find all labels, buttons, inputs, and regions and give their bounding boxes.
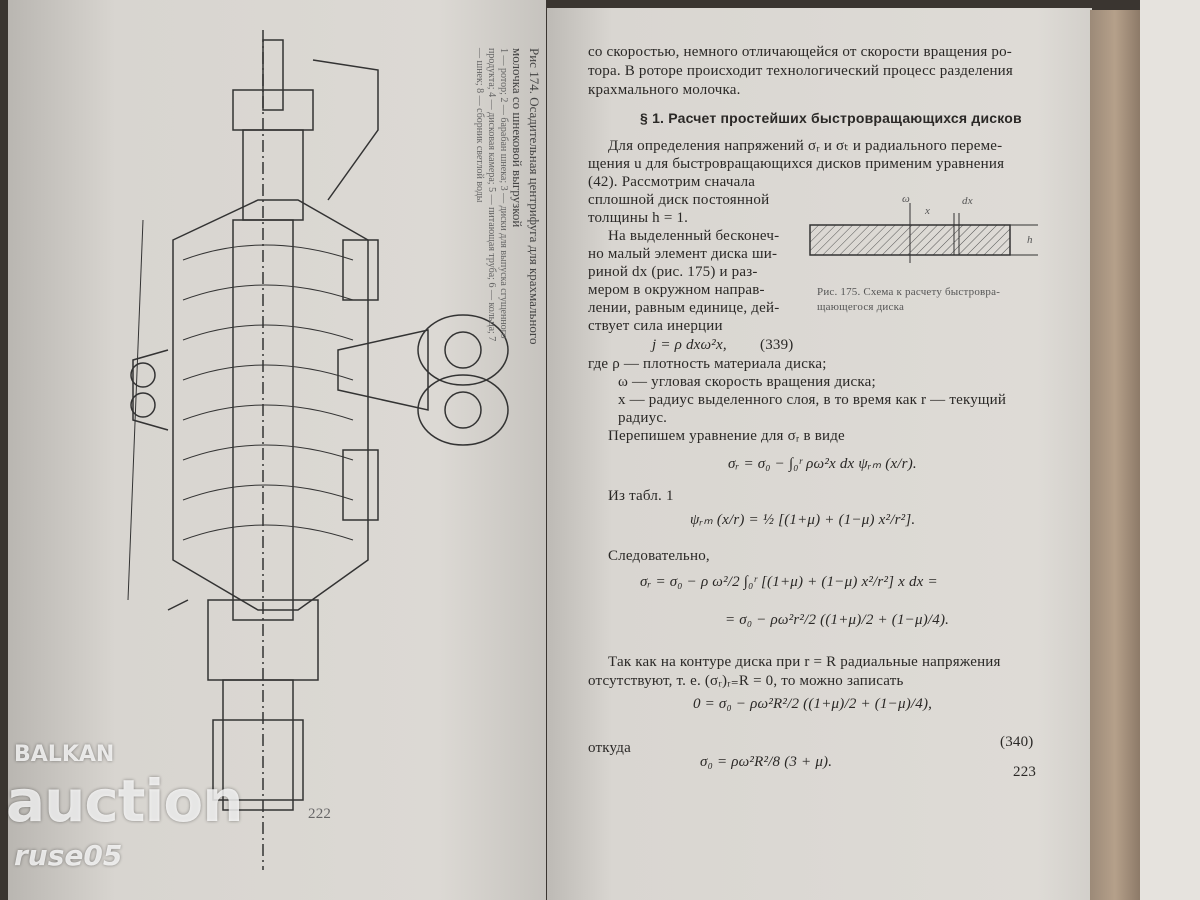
background	[1140, 0, 1200, 900]
paragraph-line: Из табл. 1	[608, 488, 674, 504]
equation-340: σ₀ = ρω²R²/8 (3 + μ).	[700, 754, 833, 770]
equation: 0 = σ₀ − ρω²R²/2 ((1+μ)/2 + (1−μ)/4),	[693, 696, 933, 712]
equation-339: j = ρ dxω²x,	[652, 337, 727, 353]
paragraph-line: толщины h = 1.	[588, 210, 689, 226]
intro-line: крахмального молочка.	[588, 82, 741, 98]
where-line: x — радиус выделенного слоя, в то время …	[618, 392, 1007, 408]
paragraph-line: сплошной диск постоянной	[588, 192, 770, 208]
paragraph-line: отсутствуют, т. е. (σᵣ)ᵣ₌R = 0, то можно…	[588, 673, 904, 689]
section-heading: § 1. Расчет простейших быстровращающихся…	[640, 110, 1022, 126]
equation: σᵣ = σ₀ − ρ ω²/2 ∫₀ʳ [(1+μ) + (1−μ) x²/r…	[640, 574, 938, 590]
equation: = σ₀ − ρω²r²/2 ((1+μ)/2 + (1−μ)/4).	[725, 612, 950, 628]
paragraph-line: Для определения напряжений σᵣ и σₜ и рад…	[608, 138, 1003, 154]
watermark-ruse05: ruse05	[14, 839, 123, 872]
paragraph-line: откуда	[588, 740, 631, 756]
book-edge	[1090, 10, 1140, 900]
paragraph-line: мером в окружном направ-	[588, 282, 765, 298]
paragraph-line: Следовательно,	[608, 548, 710, 564]
figure-175-caption: Рис. 175. Схема к расчету быстровра-	[817, 286, 1001, 298]
dx-label: dx	[962, 195, 973, 207]
paragraph-line: Так как на контуре диска при r = R радиа…	[608, 654, 1001, 670]
centrifuge-drawing	[127, 30, 509, 870]
equation-number: (340)	[1000, 734, 1034, 750]
omega-label: ω	[902, 193, 910, 205]
intro-line: со скоростью, немного отличающейся от ск…	[588, 44, 1013, 60]
where-line: радиус.	[618, 410, 668, 426]
equation: σᵣ = σ₀ − ∫₀ʳ ρω²x dx ψᵣₘ (x/r).	[728, 456, 917, 472]
x-label: x	[925, 205, 931, 217]
equation-number: (339)	[760, 337, 794, 353]
page-number-right: 223	[1013, 764, 1037, 780]
paragraph-line: ствует сила инерции	[588, 318, 723, 334]
where-line: где ρ — плотность материала диска;	[588, 356, 827, 372]
watermark-balkan: BALKAN	[14, 742, 115, 767]
right-page	[547, 8, 1092, 900]
figure-caption-title: Рис 174. Осадительная центрифуга для кра…	[510, 48, 542, 345]
intro-line: тора. В роторе происходит технологически…	[588, 63, 1013, 79]
h-label: h	[1027, 234, 1033, 246]
paragraph-line: щения u для быстровращающихся дисков при…	[588, 156, 1005, 172]
figure-legend: 1 — ротор; 2 — барабан шнека; 3 — диски …	[474, 48, 509, 342]
page-number-left: 222	[308, 806, 332, 822]
paragraph-line: риной dx (рис. 175) и раз-	[588, 264, 758, 280]
where-line: ω — угловая скорость вращения диска;	[618, 374, 876, 390]
paragraph-line: Перепишем уравнение для σᵣ в виде	[608, 428, 845, 444]
paragraph-line: но малый элемент диска ши-	[588, 246, 778, 262]
watermark-auction: auction	[6, 767, 244, 835]
paragraph-line: (42). Рассмотрим сначала	[588, 174, 756, 190]
figure-175-caption: щающегося диска	[817, 301, 905, 313]
paragraph-line: На выделенный бесконеч-	[608, 228, 780, 244]
left-page: Рис 174. Осадительная центрифуга для кра…	[8, 0, 546, 900]
figure-174-caption: Рис 174. Осадительная центрифуга для кра…	[473, 48, 543, 348]
paragraph-line: лении, равным единице, дей-	[588, 300, 780, 316]
equation: ψᵣₘ (x/r) = ½ [(1+μ) + (1−μ) x²/r²].	[690, 512, 916, 528]
figure-175-disk-diagram	[809, 203, 1038, 263]
